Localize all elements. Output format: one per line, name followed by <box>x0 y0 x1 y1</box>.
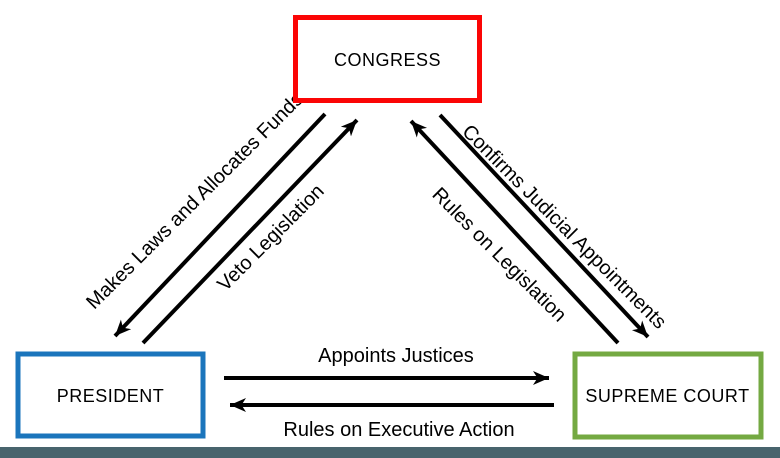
footer-bar <box>0 447 780 458</box>
president-label: PRESIDENT <box>57 386 165 406</box>
edge-congress-to-president-arrow <box>113 112 327 338</box>
edge-label-appoints-justices: Appoints Justices <box>318 345 474 367</box>
edge-congress-to-supreme-court-arrow <box>438 113 650 339</box>
edge-supreme-court-to-congress-arrow <box>409 119 620 345</box>
edge-label-veto-legislation: Veto Legislation <box>213 180 328 295</box>
edge-label-makes-laws: Makes Laws and Allocates Funds <box>82 88 307 313</box>
edge-label-confirms-judicial-appointments: Confirms Judicial Appointments <box>458 121 671 334</box>
supreme-court-box <box>572 351 764 440</box>
edge-label-rules-on-executive-action: Rules on Executive Action <box>283 419 514 441</box>
congress-label: CONGRESS <box>334 50 441 70</box>
supreme-court-label: SUPREME COURT <box>585 386 749 406</box>
edge-president-to-congress-arrow <box>141 118 359 345</box>
congress-box <box>293 15 482 103</box>
president-box <box>15 351 206 439</box>
